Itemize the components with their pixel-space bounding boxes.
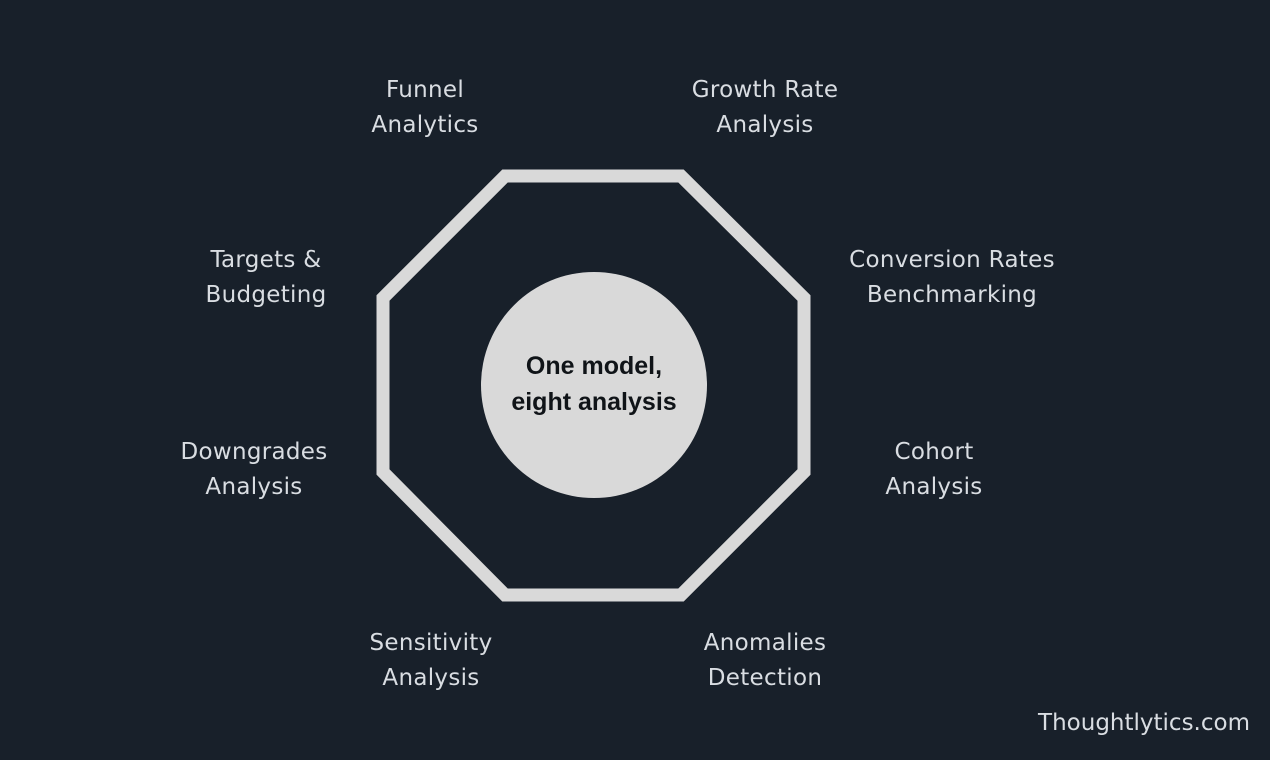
label-conversion-rates-benchmarking: Conversion Rates Benchmarking <box>849 243 1055 313</box>
label-targets-budgeting: Targets & Budgeting <box>206 243 327 313</box>
label-downgrades-analysis: Downgrades Analysis <box>180 435 327 505</box>
label-line: Analytics <box>371 112 479 138</box>
label-line: Targets & <box>210 247 322 273</box>
label-line: Budgeting <box>205 282 327 308</box>
center-circle <box>481 272 707 498</box>
label-line: Conversion Rates <box>849 247 1055 273</box>
label-line: Analysis <box>382 665 480 691</box>
label-line: Sensitivity <box>369 630 493 656</box>
label-line: Funnel <box>385 77 465 103</box>
label-line: Anomalies <box>703 630 827 656</box>
label-line: Downgrades <box>180 439 328 465</box>
label-line: Benchmarking <box>866 282 1038 308</box>
label-line: Analysis <box>205 474 303 500</box>
label-funnel-analytics: Funnel Analytics <box>371 73 478 143</box>
label-line: Analysis <box>716 112 814 138</box>
label-cohort-analysis: Cohort Analysis <box>885 435 982 505</box>
center-title: One model, eight analysis <box>511 348 676 420</box>
label-growth-rate-analysis: Growth Rate Analysis <box>692 73 839 143</box>
footer-brand: Thoughtlytics.com <box>1038 710 1250 736</box>
octagon-outline <box>376 169 811 602</box>
label-line: Growth Rate <box>691 77 839 103</box>
label-line: Analysis <box>885 474 983 500</box>
label-line: Detection <box>707 665 823 691</box>
label-anomalies-detection: Anomalies Detection <box>704 626 827 696</box>
label-sensitivity-analysis: Sensitivity Analysis <box>369 626 492 696</box>
label-line: Cohort <box>894 439 974 465</box>
center-title-line2: eight analysis <box>511 388 677 416</box>
center-title-line1: One model, <box>525 352 663 380</box>
